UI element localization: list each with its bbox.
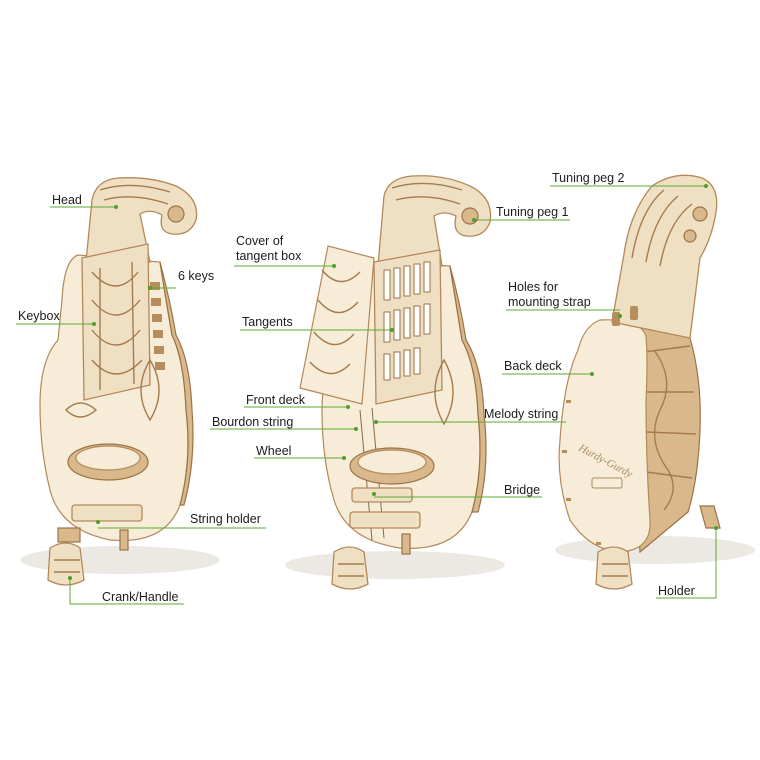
front-view-keybox xyxy=(81,243,151,401)
label-keybox: Keybox xyxy=(18,309,60,323)
label-head: Head xyxy=(52,193,82,207)
leader-holder xyxy=(656,528,717,599)
front-view-crank-grooves xyxy=(54,559,80,573)
leader-holder-dot xyxy=(714,526,718,530)
back-view-plaque xyxy=(591,477,623,489)
leader-tuning-peg-1-dot xyxy=(472,218,476,222)
label-tangents: Tangents xyxy=(242,315,293,329)
label-cover-tangent-box-line2: tangent box xyxy=(236,249,302,263)
side-view-tailpiece xyxy=(349,511,421,529)
side-view-rosette xyxy=(434,358,454,426)
front-view-string-holder xyxy=(71,504,143,522)
front-view-crank-arm xyxy=(57,527,81,543)
back-view-instrument: Hurdy-Gurdy xyxy=(555,174,755,590)
leader-tuning-peg-2-dot xyxy=(704,184,708,188)
leader-head-dot xyxy=(114,205,118,209)
back-view-edge-slots xyxy=(562,400,601,545)
label-tuning-peg-1: Tuning peg 1 xyxy=(496,205,569,219)
back-view-crank-handle xyxy=(595,546,633,590)
side-view-side-rim xyxy=(449,265,487,513)
leader-string-holder-dot xyxy=(96,520,100,524)
leader-tangents-dot xyxy=(390,328,394,332)
leader-crank-handle-dot xyxy=(68,576,72,580)
back-view-side-carving xyxy=(653,349,674,511)
label-holes-mounting-strap-line2: mounting strap xyxy=(508,295,591,309)
side-view-crank-grooves xyxy=(338,563,364,577)
side-view-foot xyxy=(401,533,411,555)
label-holder: Holder xyxy=(658,584,695,598)
front-view-head-carve-2 xyxy=(103,196,169,205)
label-crank-handle: Crank/Handle xyxy=(102,590,178,604)
label-string-holder: String holder xyxy=(190,512,261,526)
back-view-strap-hole-2 xyxy=(630,306,638,320)
front-view-crank-handle xyxy=(47,542,85,586)
leader-bridge-dot xyxy=(372,492,376,496)
back-view-back-deck xyxy=(558,319,651,553)
front-view-head-carve xyxy=(99,184,171,193)
back-view-tuning-peg xyxy=(692,206,708,222)
label-holes-mounting-strap-line1: Holes for xyxy=(508,280,558,294)
front-view-head xyxy=(85,177,198,263)
side-view-head-carve xyxy=(391,182,463,205)
front-view-keybox-lattice xyxy=(91,271,143,375)
leader-lines xyxy=(16,184,718,605)
leader-bourdon-string-dot xyxy=(354,427,358,431)
label-wheel: Wheel xyxy=(256,444,291,458)
front-view-rosette xyxy=(140,358,160,422)
leader-wheel-dot xyxy=(342,456,346,460)
side-view-tangent-box-cover xyxy=(299,245,375,405)
front-view-sound-hole xyxy=(65,402,98,418)
leader-melody-string-dot xyxy=(374,420,378,424)
leader-crank-handle xyxy=(69,578,184,605)
front-view-foot xyxy=(119,529,129,551)
side-view-wheel-top xyxy=(357,449,427,475)
side-view-bridge xyxy=(351,487,413,503)
front-view-keybox-frame xyxy=(99,261,135,390)
back-view-tuning-peg-b xyxy=(683,229,697,243)
leader-back-deck-dot xyxy=(590,372,594,376)
label-back-deck: Back deck xyxy=(504,359,562,373)
label-front-deck: Front deck xyxy=(246,393,306,407)
side-view-shadow xyxy=(285,551,505,579)
label-melody-string: Melody string xyxy=(484,407,558,421)
side-view-crank-handle xyxy=(331,546,369,590)
label-bridge: Bridge xyxy=(504,483,540,497)
leader-six-keys-dot xyxy=(148,286,152,290)
leader-front-deck-dot xyxy=(346,405,350,409)
front-view-wheel-cover-top xyxy=(75,445,141,471)
leader-cover-tangent-box-dot xyxy=(332,264,336,268)
label-cover-tangent-box-line1: Cover of xyxy=(236,234,284,248)
back-view-strap-hole xyxy=(612,312,620,326)
back-view-head-layers xyxy=(631,189,693,267)
label-six-keys: 6 keys xyxy=(178,269,214,283)
back-view-holder xyxy=(699,505,721,529)
front-view-head-scroll xyxy=(167,205,185,223)
front-view-keys xyxy=(150,282,165,370)
leader-keybox-dot xyxy=(92,322,96,326)
front-view-side-rim xyxy=(159,261,194,506)
front-view-instrument xyxy=(20,177,220,586)
label-tuning-peg-2: Tuning peg 2 xyxy=(552,171,625,185)
back-view-head xyxy=(611,174,718,339)
back-view-ribs xyxy=(643,345,697,479)
leader-holes-mounting-strap-dot xyxy=(618,314,622,318)
back-view-crank-grooves xyxy=(602,563,628,577)
side-view-instrument xyxy=(285,175,505,590)
side-view-tuning-peg xyxy=(461,207,479,225)
side-view-tangent-box-cover-lattice xyxy=(309,269,361,375)
side-view-tangents xyxy=(383,261,431,381)
labels: Head 6 keys Keybox String holder Crank/H… xyxy=(18,171,695,604)
label-bourdon-string: Bourdon string xyxy=(212,415,293,429)
